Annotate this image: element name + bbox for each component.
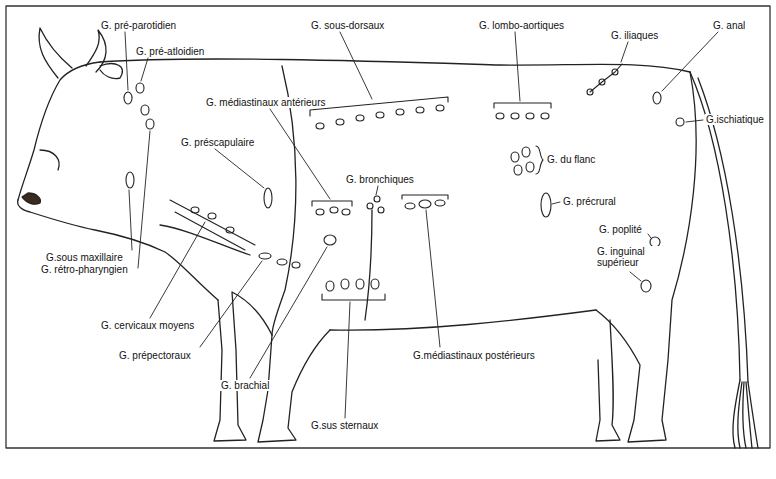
tail	[690, 72, 758, 448]
node-label: G. lombo-aortiques	[478, 20, 565, 31]
node-label: G. rétro-pharyngien	[40, 264, 129, 275]
node-label: G. anal	[712, 20, 746, 31]
node-label: G. sous-dorsaux	[310, 20, 385, 31]
leader-lines	[125, 32, 718, 418]
node-label: G. pré-parotidien	[100, 20, 177, 31]
node-label: G. pré-atloidien	[135, 46, 205, 57]
node-label: G.sus sternaux	[310, 420, 379, 431]
node-label: G. bronchiques	[345, 174, 415, 185]
node-label: G. inguinal supérieur	[596, 246, 660, 268]
node-label: G. préscapulaire	[180, 137, 255, 148]
node-label: G.sous maxillaire	[45, 252, 124, 263]
node-label: G. médiastinaux antérieurs	[205, 97, 327, 108]
frame	[6, 6, 770, 448]
node-label: G. cervicaux moyens	[100, 320, 195, 331]
node-label: G.médiastinaux postérieurs	[412, 350, 536, 361]
node-label: G. iliaques	[610, 30, 659, 41]
node-label: G. prépectoraux	[118, 350, 192, 361]
cow-outline	[18, 28, 697, 442]
body-lines	[160, 66, 372, 335]
node-label: G. précrural	[562, 196, 617, 207]
node-label: G.ischiatique	[705, 114, 765, 125]
node-label: G. poplité	[598, 224, 643, 235]
node-label: G. du flanc	[546, 154, 596, 165]
lymph-nodes	[124, 64, 684, 300]
node-label: G. brachial	[220, 380, 270, 391]
